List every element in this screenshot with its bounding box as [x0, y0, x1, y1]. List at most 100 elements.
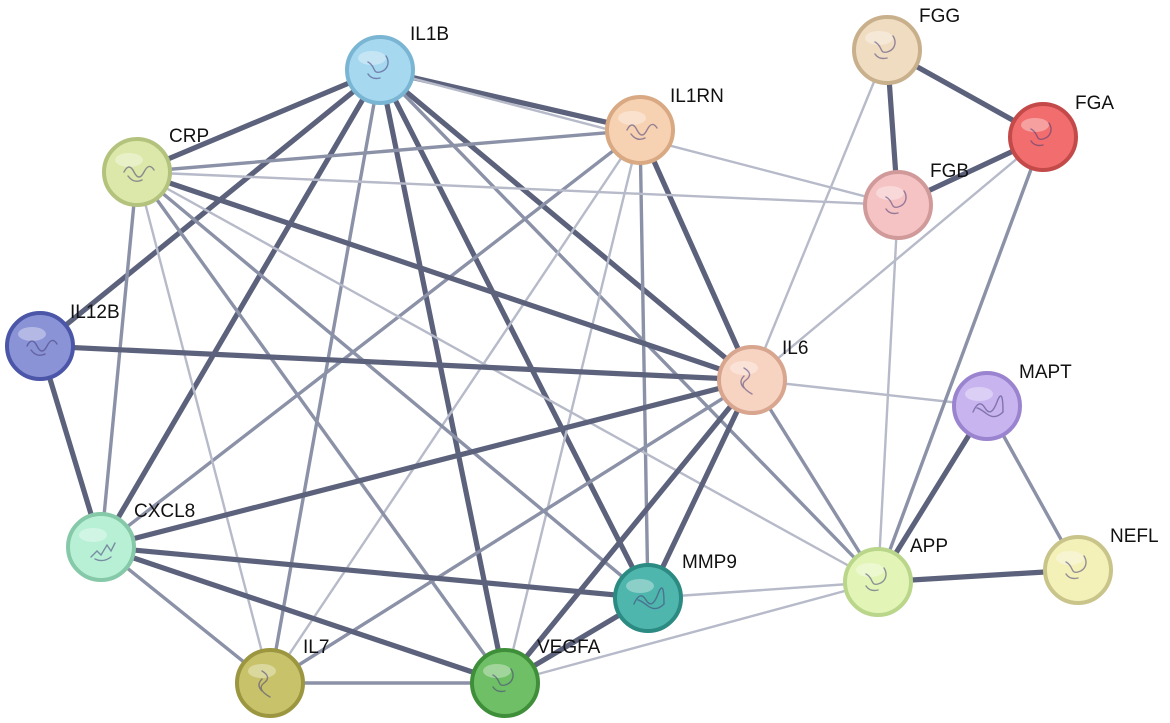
edge-il1rn-mmp9	[638, 128, 650, 600]
node-label-fgg: FGG	[919, 6, 960, 27]
node-fgg[interactable]: FGG	[852, 6, 960, 85]
edge-il6-mapt	[750, 378, 989, 408]
node-label-il1rn: IL1RN	[670, 86, 724, 107]
node-circle[interactable]	[1008, 102, 1078, 172]
node-circle[interactable]	[5, 311, 75, 381]
node-highlight	[965, 387, 993, 401]
edge-il1rn-il6	[637, 127, 755, 383]
node-fgb[interactable]: FGB	[863, 161, 969, 240]
edge-crp-il7	[135, 170, 272, 685]
node-label-il7: IL7	[303, 637, 329, 658]
protein-structure-icon	[258, 670, 271, 698]
node-label-il6: IL6	[782, 338, 808, 359]
protein-structure-icon	[874, 35, 896, 60]
node-il7[interactable]: IL7	[235, 637, 329, 718]
node-label-mapt: MAPT	[1019, 362, 1072, 383]
node-fga[interactable]: FGA	[1008, 93, 1114, 172]
node-highlight	[618, 111, 646, 125]
protein-structure-icon	[123, 165, 155, 183]
edge-il6-fga	[750, 135, 1045, 382]
node-circle[interactable]	[843, 547, 913, 617]
node-il1rn[interactable]: IL1RN	[605, 86, 724, 165]
node-app[interactable]: APP	[843, 536, 948, 617]
node-vegfa[interactable]: VEGFA	[470, 637, 601, 718]
protein-structure-icon	[492, 668, 514, 693]
node-highlight	[865, 31, 893, 45]
node-label-fga: FGA	[1075, 93, 1114, 114]
edge-app-fgb	[876, 203, 900, 584]
node-crp[interactable]: CRP	[102, 126, 209, 207]
edge-il1b-cxcl8	[98, 67, 383, 550]
node-circle[interactable]	[470, 648, 540, 718]
edge-crp-app	[135, 170, 880, 584]
protein-structure-icon	[1065, 555, 1087, 580]
node-circle[interactable]	[852, 15, 922, 85]
node-label-crp: CRP	[169, 126, 209, 147]
node-label-il1b: IL1B	[410, 24, 449, 45]
node-label-il12b: IL12B	[70, 302, 120, 323]
edge-il1rn-cxcl8	[99, 128, 642, 549]
edge-mmp9-app	[646, 580, 880, 600]
edge-il1rn-il7	[268, 128, 642, 685]
node-circle[interactable]	[863, 170, 933, 240]
node-mapt[interactable]: MAPT	[952, 362, 1072, 441]
protein-structure-icon	[885, 190, 907, 215]
node-label-nefl: NEFL	[1110, 526, 1159, 547]
edge-il1b-app	[378, 68, 880, 584]
edge-il6-app	[750, 378, 880, 584]
protein-structure-icon	[865, 567, 887, 592]
protein-structure-icon	[367, 55, 389, 80]
edge-crp-cxcl8	[99, 170, 139, 549]
edge-il12b-il6	[37, 343, 755, 383]
node-nefl[interactable]: NEFL	[1043, 526, 1159, 605]
node-circle[interactable]	[66, 512, 136, 582]
edge-crp-il6	[134, 169, 755, 383]
node-highlight	[856, 563, 884, 577]
edge-il1b-vegfa	[377, 67, 508, 686]
node-circle[interactable]	[345, 35, 415, 105]
node-highlight	[18, 327, 46, 341]
edge-cxcl8-mmp9	[98, 544, 651, 601]
protein-structure-icon	[626, 123, 658, 141]
edge-cxcl8-il7	[99, 545, 272, 685]
node-mmp9[interactable]: MMP9	[613, 552, 737, 633]
edge-il6-vegfa	[502, 377, 755, 686]
edge-vegfa-app	[503, 580, 880, 685]
node-highlight	[1056, 551, 1084, 565]
node-circle[interactable]	[717, 345, 787, 415]
edge-il1b-mmp9	[377, 67, 651, 601]
node-highlight	[115, 153, 143, 167]
node-label-mmp9: MMP9	[682, 552, 737, 573]
node-label-fgb: FGB	[930, 161, 969, 182]
edge-il6-fgg	[750, 48, 889, 382]
node-il1b[interactable]: IL1B	[345, 24, 449, 105]
node-circle[interactable]	[952, 371, 1022, 441]
node-cxcl8[interactable]: CXCL8	[66, 501, 195, 582]
node-highlight	[1021, 118, 1049, 132]
edge-il1b-il12b	[37, 67, 383, 349]
node-label-vegfa: VEGFA	[537, 637, 601, 658]
edge-il1rn-vegfa	[503, 128, 642, 685]
node-circle[interactable]	[102, 137, 172, 207]
protein-structure-icon	[1030, 122, 1052, 147]
edge-il1rn-crp	[135, 128, 642, 174]
node-circle[interactable]	[235, 648, 305, 718]
edge-crp-fgb	[135, 170, 900, 207]
protein-structure-icon	[90, 542, 116, 562]
node-circle[interactable]	[613, 563, 683, 633]
edge-il1b-crp	[134, 67, 383, 175]
edge-crp-mmp9	[135, 170, 650, 600]
edge-il1b-il6	[377, 67, 755, 383]
node-circle[interactable]	[1043, 535, 1113, 605]
node-il6[interactable]: IL6	[717, 338, 808, 415]
edge-il6-mmp9	[645, 377, 755, 601]
node-highlight	[483, 664, 511, 678]
node-highlight	[358, 51, 386, 65]
protein-structure-icon	[26, 339, 58, 357]
node-circle[interactable]	[605, 95, 675, 165]
node-il12b[interactable]: IL12B	[5, 302, 120, 381]
node-label-cxcl8: CXCL8	[134, 501, 195, 522]
protein-structure-icon	[633, 587, 665, 610]
